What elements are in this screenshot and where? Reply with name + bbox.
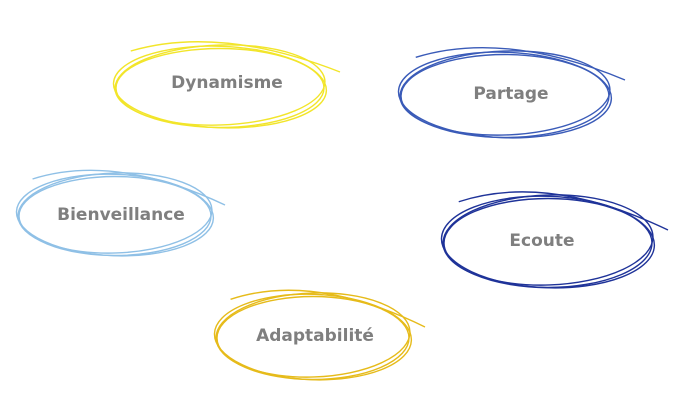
scribble-circle-dynamisme [112,41,341,129]
value-label-bienveillance: Bienveillance [57,205,185,225]
value-label-dynamisme: Dynamisme [171,73,283,93]
value-label-ecoute: Ecoute [509,231,575,251]
scribble-circle-bienveillance [15,169,226,257]
value-label-partage: Partage [473,84,549,104]
scribble-circle-partage [397,46,626,139]
scribble-circle-ecoute [440,191,669,289]
scribble-circle-adaptabilite [213,289,426,381]
value-label-adaptabilite: Adaptabilité [256,326,374,346]
